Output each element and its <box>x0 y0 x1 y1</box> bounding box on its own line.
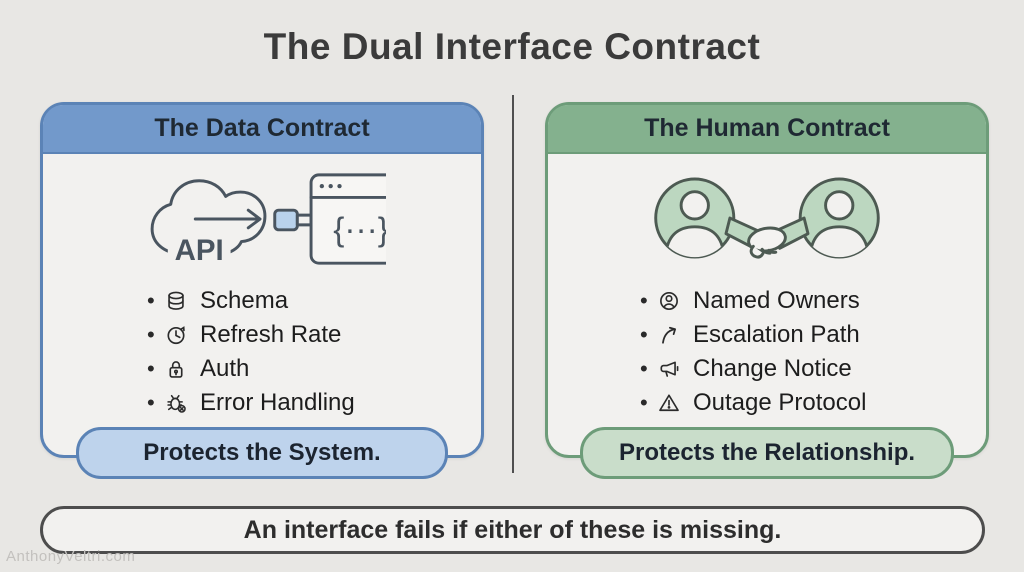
human-contract-header: The Human Contract <box>548 105 986 154</box>
list-item: • Schema <box>147 284 481 318</box>
bullet-dot: • <box>640 288 648 313</box>
bullet-dot: • <box>147 390 155 415</box>
arrow-head <box>246 208 262 230</box>
human-contract-footer-pill: Protects the Relationship. <box>580 427 954 479</box>
data-contract-card: The Data Contract API <box>40 102 484 458</box>
data-contract-title: The Data Contract <box>154 114 370 142</box>
list-item: • Named Owners <box>640 284 986 318</box>
human-contract-list: • Named Owners • <box>548 284 986 420</box>
list-item-label: Refresh Rate <box>200 321 342 348</box>
list-item-label: Error Handling <box>200 389 355 416</box>
plug-connector <box>273 208 299 232</box>
api-illustration: API {···} <box>43 164 481 276</box>
megaphone-icon <box>658 358 685 381</box>
lock-icon <box>165 358 192 381</box>
api-label: API <box>175 234 224 267</box>
list-item-label: Outage Protocol <box>693 389 867 416</box>
handshake-illustration <box>548 164 986 276</box>
plug-stem <box>295 213 313 227</box>
data-contract-list: • Schema • <box>43 284 481 420</box>
banner-text: An interface fails if either of these is… <box>243 515 782 544</box>
data-contract-footer-pill: Protects the System. <box>76 427 448 479</box>
bullet-dot: • <box>640 356 648 381</box>
list-item: • Escalation Path <box>640 318 986 352</box>
list-item-label: Escalation Path <box>693 321 860 348</box>
code-braces-label: {···} <box>333 212 386 249</box>
api-cloud-plug-browser-icon: API {···} <box>150 173 386 267</box>
database-icon <box>165 290 192 313</box>
list-item-label: Change Notice <box>693 355 852 382</box>
vertical-divider <box>512 95 514 473</box>
bottom-banner: An interface fails if either of these is… <box>40 506 985 554</box>
data-contract-header: The Data Contract <box>43 105 481 154</box>
bullet-dot: • <box>640 322 648 347</box>
clock-icon <box>165 324 192 347</box>
warning-triangle-icon <box>658 392 685 415</box>
bug-icon <box>165 392 192 415</box>
browser-titlebar-dots <box>319 183 342 189</box>
human-contract-card: The Human Contract <box>545 102 989 458</box>
page-title: The Dual Interface Contract <box>263 26 761 67</box>
data-contract-footer-text: Protects the System. <box>143 439 381 466</box>
human-contract-title: The Human Contract <box>644 114 890 142</box>
bullet-dot: • <box>147 356 155 381</box>
list-item: • Refresh Rate <box>147 318 481 352</box>
api-label-knockout <box>167 236 231 267</box>
list-item: • Outage Protocol <box>640 386 986 420</box>
list-item-label: Schema <box>200 287 289 314</box>
bullet-dot: • <box>147 288 155 313</box>
escalation-arrow-icon <box>658 324 685 347</box>
person-circle-icon <box>658 290 685 313</box>
bullet-dot: • <box>640 390 648 415</box>
bullet-dot: • <box>147 322 155 347</box>
list-item: • Auth <box>147 352 481 386</box>
human-contract-footer-text: Protects the Relationship. <box>618 439 916 466</box>
list-item-label: Auth <box>200 355 250 382</box>
list-item: • Change Notice <box>640 352 986 386</box>
list-item: • Error Handling <box>147 386 481 420</box>
two-people-handshake-icon <box>654 177 880 259</box>
list-item-label: Named Owners <box>693 287 860 314</box>
watermark: AnthonyVeltri.com <box>6 548 136 565</box>
